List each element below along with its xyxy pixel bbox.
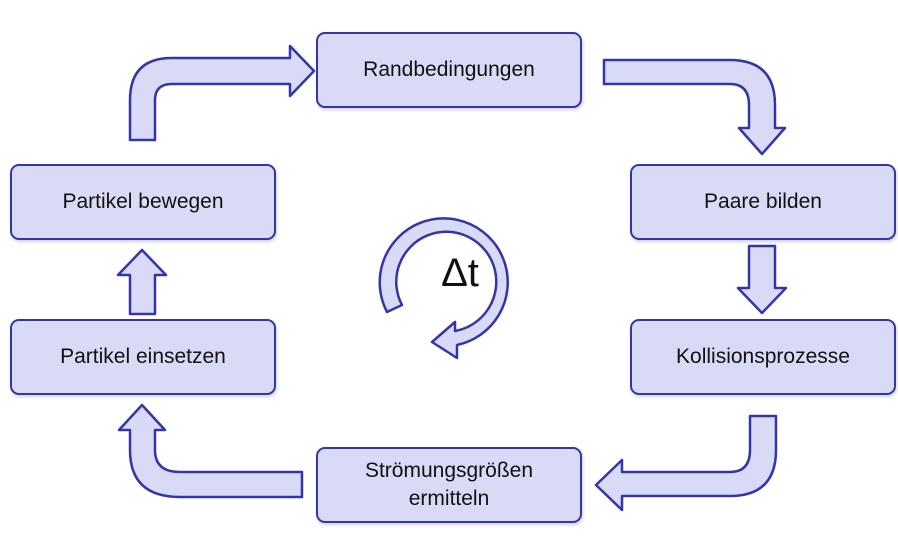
arrow-paare-to-kollision — [736, 244, 788, 315]
step-kollisionsprozesse: Kollisionsprozesse — [630, 319, 896, 395]
cycle-circular-arrow — [378, 217, 509, 360]
step-partikel-bewegen-label: Partikel bewegen — [62, 189, 224, 213]
arrow-bewegen-to-randbedingungen — [128, 44, 316, 142]
arrow-einsetzen-to-bewegen — [116, 248, 168, 316]
step-stroemungsgroessen: Strömungsgrößen ermitteln — [316, 447, 582, 523]
step-paare-bilden: Paare bilden — [630, 164, 896, 240]
step-randbedingungen-label: Randbedingungen — [363, 57, 535, 81]
time-step-symbol: Δt — [441, 250, 479, 295]
step-partikel-einsetzen: Partikel einsetzen — [10, 319, 276, 395]
arrow-kollision-to-stroemung — [594, 414, 778, 512]
step-randbedingungen: Randbedingungen — [316, 32, 582, 108]
step-kollisionsprozesse-label: Kollisionsprozesse — [676, 344, 850, 368]
step-stroemungsgroessen-label-line1: Strömungsgrößen — [364, 458, 534, 482]
arrow-stroemung-to-einsetzen — [117, 403, 304, 499]
arrow-randbedingungen-to-paare — [602, 58, 787, 156]
step-partikel-bewegen: Partikel bewegen — [10, 164, 276, 240]
step-partikel-einsetzen-label: Partikel einsetzen — [60, 344, 226, 368]
step-paare-bilden-label: Paare bilden — [704, 189, 822, 213]
step-stroemungsgroessen-label-line2: ermitteln — [408, 487, 490, 510]
